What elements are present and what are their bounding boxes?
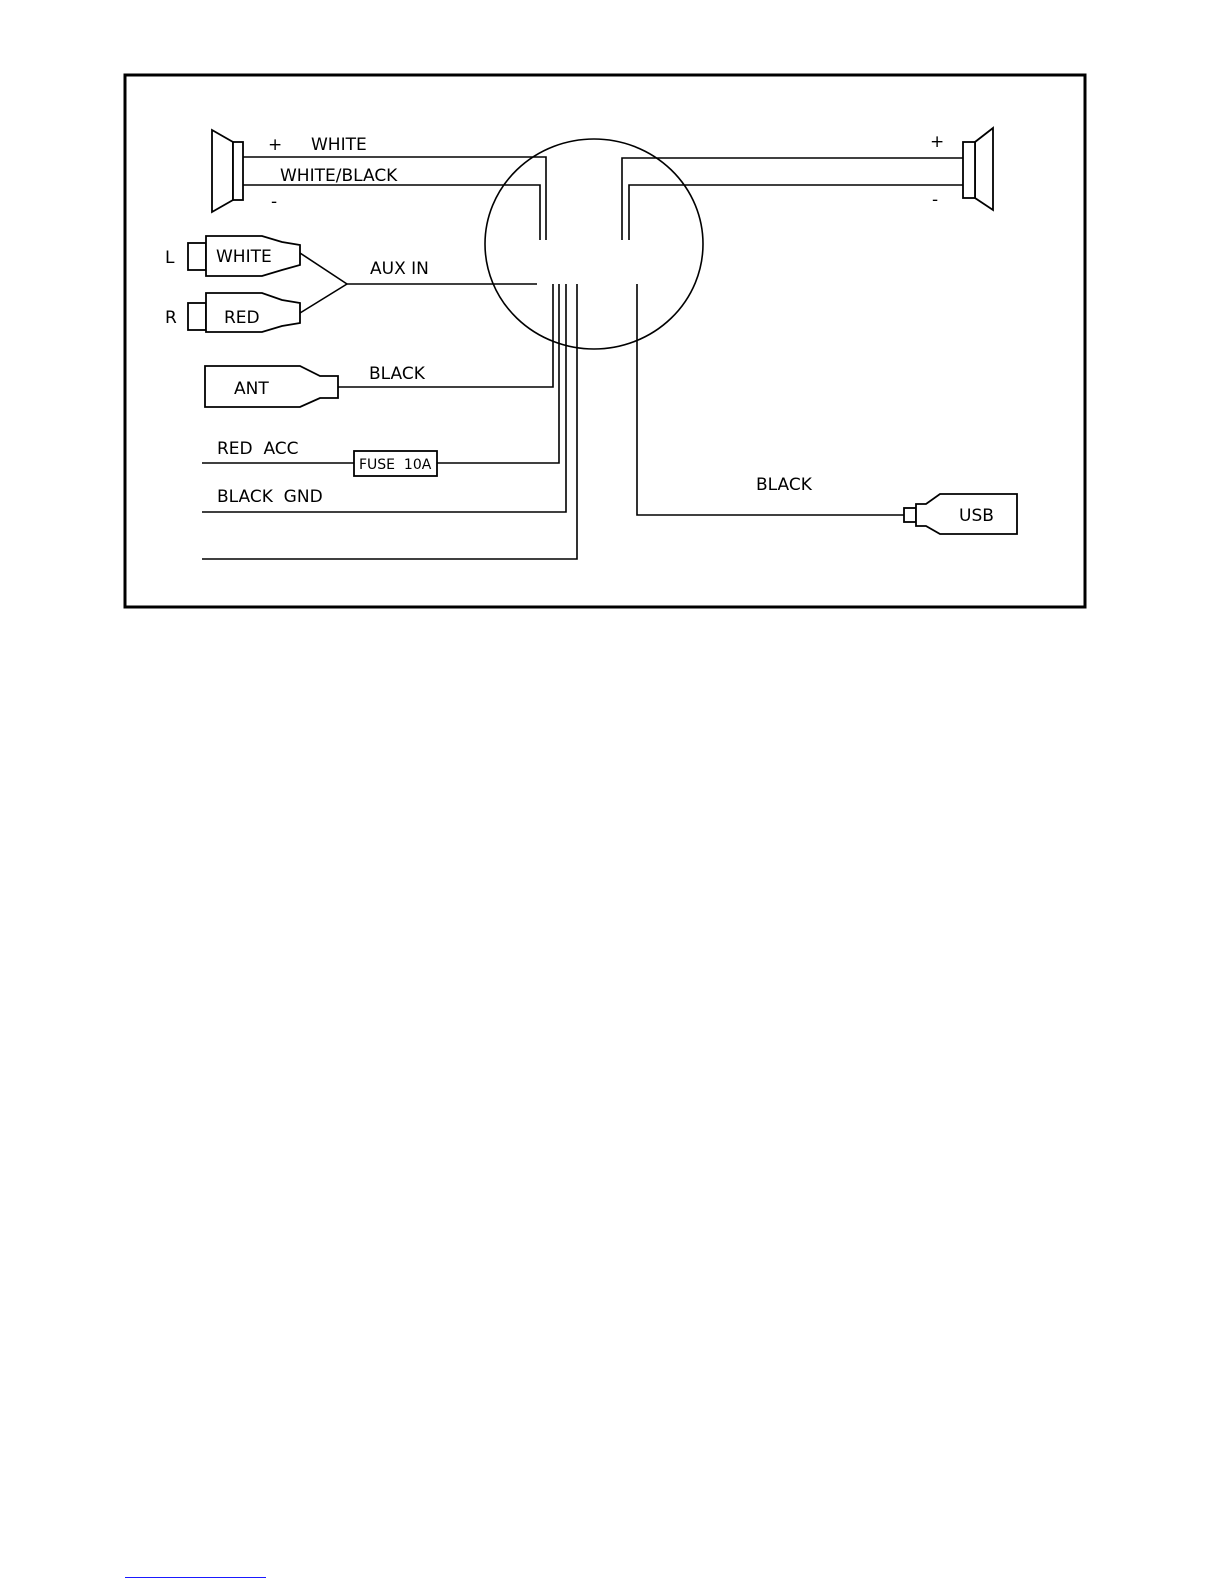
left-speaker-negative-wire: [243, 185, 540, 240]
left-speaker-icon: [212, 130, 243, 212]
acc-wire-right: [437, 284, 559, 463]
aux-white-wire: [300, 253, 347, 284]
antenna-plug-icon: [205, 366, 338, 407]
left-white-black-label: WHITE/BLACK: [280, 166, 398, 186]
aux-red-label: RED: [224, 308, 260, 328]
red-acc-label: RED ACC: [217, 439, 299, 459]
aux-white-label: WHITE: [216, 247, 272, 267]
aux-red-wire: [300, 284, 347, 313]
usb-label: USB: [959, 506, 994, 526]
right-speaker-negative-wire: [629, 185, 963, 240]
footer-link-underline: [125, 1577, 266, 1578]
aux-l-label: L: [165, 248, 175, 268]
aux-in-label: AUX IN: [370, 259, 429, 279]
ant-black-label: BLACK: [369, 364, 426, 384]
usb-black-label: BLACK: [756, 475, 813, 495]
right-minus-label: -: [932, 190, 938, 210]
fuse-label: FUSE 10A: [359, 457, 432, 473]
left-plus-label: +: [268, 135, 282, 155]
right-plus-label: +: [930, 132, 944, 152]
right-speaker-positive-wire: [622, 158, 963, 240]
aux-r-label: R: [165, 308, 177, 328]
ant-label: ANT: [234, 379, 269, 399]
right-speaker-icon: [963, 128, 993, 210]
left-white-label: WHITE: [311, 135, 367, 155]
left-minus-label: -: [271, 192, 277, 212]
black-gnd-label: BLACK GND: [217, 487, 323, 507]
head-unit-connector: [485, 139, 703, 349]
